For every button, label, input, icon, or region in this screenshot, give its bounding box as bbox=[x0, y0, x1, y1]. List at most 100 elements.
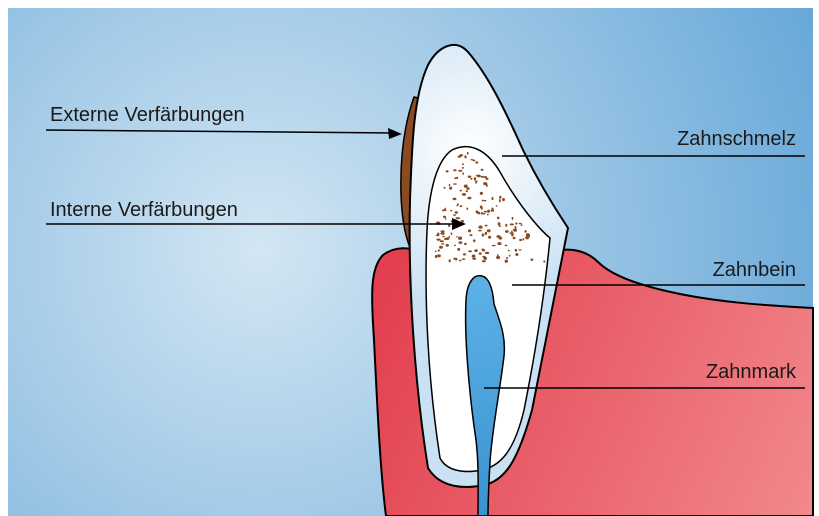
stain-dot bbox=[491, 208, 493, 211]
stain-dot bbox=[435, 251, 437, 253]
stain-dot bbox=[462, 258, 465, 260]
stain-dot bbox=[473, 240, 476, 242]
stain-dot bbox=[444, 187, 446, 189]
stain-dot bbox=[449, 187, 452, 190]
stain-dot bbox=[477, 175, 481, 178]
stain-dot bbox=[543, 260, 545, 262]
stain-dot bbox=[449, 184, 451, 187]
stain-dot bbox=[464, 185, 468, 188]
stain-dot bbox=[478, 230, 482, 232]
stain-dot bbox=[468, 176, 472, 178]
stain-dot bbox=[511, 230, 513, 232]
stain-dot bbox=[458, 170, 462, 172]
stain-dot bbox=[446, 237, 450, 240]
stain-dot bbox=[466, 187, 469, 190]
stain-dot bbox=[475, 181, 478, 182]
stain-dot bbox=[484, 211, 487, 213]
stain-dot bbox=[482, 256, 485, 258]
stain-dot bbox=[492, 197, 494, 200]
stain-dot bbox=[484, 200, 487, 202]
stain-dot bbox=[442, 236, 445, 237]
stain-dot bbox=[443, 216, 446, 218]
stain-dot bbox=[451, 233, 453, 235]
stain-dot bbox=[435, 255, 437, 258]
stain-dot bbox=[502, 198, 505, 201]
stain-dot bbox=[472, 258, 476, 260]
stain-dot bbox=[459, 241, 463, 244]
stain-dot bbox=[505, 224, 507, 227]
stain-dot bbox=[482, 260, 486, 262]
stain-dot bbox=[531, 259, 534, 261]
stain-dot bbox=[449, 259, 451, 262]
stain-dot bbox=[446, 244, 449, 247]
stain-dot bbox=[496, 205, 498, 207]
stain-dot bbox=[456, 236, 458, 237]
stain-dot bbox=[505, 230, 509, 233]
stain-dot bbox=[508, 250, 510, 252]
stain-dot bbox=[487, 210, 490, 213]
stain-dot bbox=[470, 234, 473, 236]
stain-dot bbox=[513, 229, 517, 231]
stain-dot bbox=[456, 217, 460, 219]
stain-dot bbox=[445, 218, 447, 220]
stain-dot bbox=[481, 212, 483, 215]
stain-dot bbox=[513, 237, 516, 239]
stain-dot bbox=[475, 161, 478, 163]
stain-dot bbox=[498, 222, 501, 225]
stain-dot bbox=[515, 249, 518, 252]
stain-dot bbox=[522, 238, 524, 240]
stain-dot bbox=[510, 223, 514, 225]
stain-dot bbox=[506, 257, 508, 260]
stain-dot bbox=[471, 159, 474, 160]
stain-dot bbox=[464, 155, 466, 158]
stain-dot bbox=[492, 245, 496, 247]
stain-dot bbox=[468, 229, 471, 232]
stain-dot bbox=[519, 223, 522, 224]
label-enamel: Zahnschmelz bbox=[677, 128, 796, 150]
stain-dot bbox=[439, 246, 443, 249]
stain-dot bbox=[436, 239, 440, 241]
stain-dot bbox=[467, 197, 471, 200]
stain-dot bbox=[453, 183, 457, 185]
stain-dot bbox=[458, 237, 462, 240]
stain-dot bbox=[454, 245, 456, 246]
stain-dot bbox=[483, 182, 487, 185]
stain-dot bbox=[499, 237, 503, 240]
stain-dot bbox=[480, 192, 483, 195]
stain-dot bbox=[450, 210, 452, 211]
stain-dot bbox=[474, 177, 476, 180]
stain-dot bbox=[464, 243, 467, 245]
stain-dot bbox=[485, 225, 488, 227]
stain-dot bbox=[462, 193, 466, 196]
stain-dot bbox=[481, 249, 484, 251]
stain-dot bbox=[481, 176, 484, 178]
stain-dot bbox=[505, 245, 508, 247]
label-pulp: Zahnmark bbox=[706, 361, 797, 383]
stain-dot bbox=[499, 199, 501, 202]
stain-dot bbox=[487, 229, 491, 232]
stain-dot bbox=[486, 178, 489, 180]
stain-dot bbox=[498, 225, 501, 227]
stain-dot bbox=[436, 235, 440, 237]
stain-dot bbox=[481, 169, 484, 171]
stain-dot bbox=[467, 152, 469, 155]
stain-dot bbox=[441, 243, 444, 244]
stain-dot bbox=[515, 226, 517, 229]
stain-dot bbox=[453, 169, 456, 171]
stain-dot bbox=[515, 253, 518, 256]
stain-dot bbox=[485, 232, 487, 235]
stain-dot bbox=[526, 233, 530, 236]
stain-dot bbox=[449, 236, 451, 238]
stain-dot bbox=[457, 248, 460, 251]
stain-dot bbox=[466, 207, 468, 210]
stain-dot bbox=[476, 210, 479, 213]
stain-dot bbox=[512, 217, 514, 220]
stain-dot bbox=[470, 178, 472, 180]
stain-dot bbox=[472, 255, 476, 258]
label-internal-discoloration: Interne Verfärbungen bbox=[50, 199, 238, 221]
stain-dot bbox=[482, 233, 485, 236]
stain-dot bbox=[488, 236, 491, 239]
stain-dot bbox=[497, 242, 501, 245]
stain-dot bbox=[510, 232, 514, 234]
